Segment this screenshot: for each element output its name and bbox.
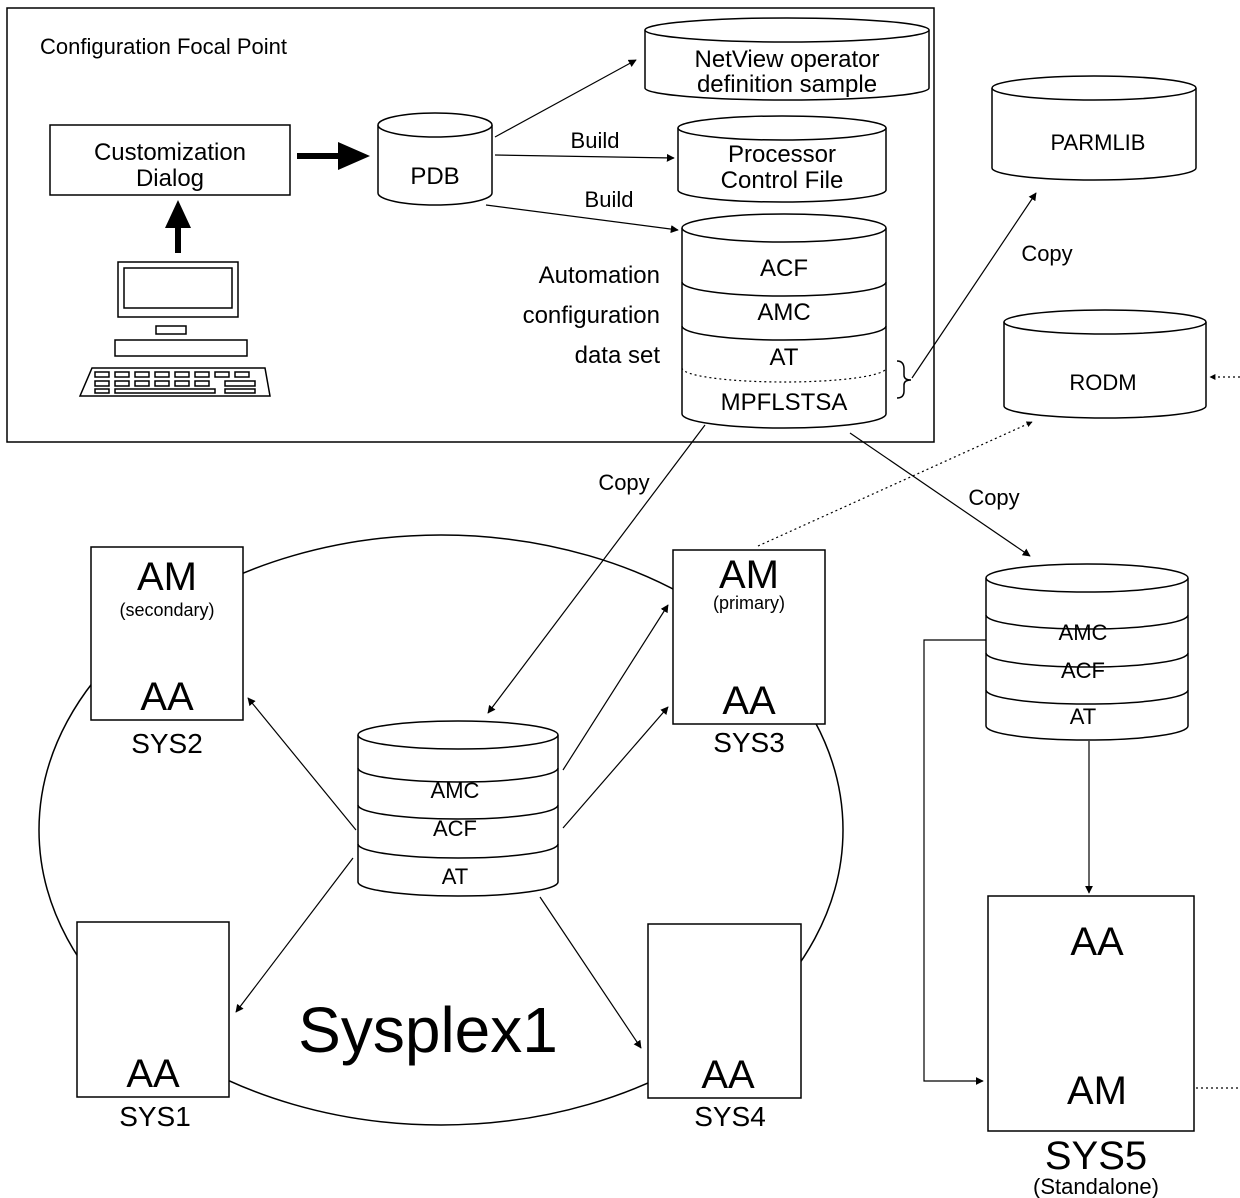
sys5-name: SYS5 — [1045, 1134, 1147, 1178]
sys5-box: AA AM — [987, 895, 1195, 1132]
pdb-to-netview-arrow — [494, 59, 637, 138]
acds-brace — [896, 360, 912, 399]
focal-point-title: Configuration Focal Point — [40, 34, 287, 59]
sysplex-db-layer-acf: ACF — [433, 816, 477, 841]
sys2-am: AM — [137, 555, 197, 599]
sys5-db-layer-amc: AMC — [1059, 620, 1108, 645]
rodm-cylinder: RODM — [1003, 309, 1207, 419]
db-to-sys4-arrow — [539, 896, 642, 1049]
customization-dialog-box: Customization Dialog — [49, 124, 291, 196]
sys1-box: AA — [76, 921, 230, 1098]
netview-label-line2: definition sample — [697, 71, 877, 98]
sys5-note: (Standalone) — [1033, 1174, 1159, 1198]
sys2-aa: AA — [140, 675, 194, 719]
sys1-name: SYS1 — [119, 1101, 191, 1132]
sys4-box: AA — [647, 923, 802, 1099]
acds-caption-line2: configuration — [523, 302, 660, 329]
sys4-aa: AA — [701, 1053, 755, 1097]
terminal-to-dialog-arrow — [165, 200, 191, 253]
workstation-icon — [78, 261, 271, 397]
acds-to-sysplex-db-arrow — [487, 424, 706, 714]
sysplex-db-layer-amc: AMC — [431, 778, 480, 803]
processor-label-line1: Processor — [728, 141, 836, 168]
sys3-name: SYS3 — [713, 727, 785, 758]
acds-layer-acf: ACF — [760, 255, 808, 282]
sysplex-label: Sysplex1 — [298, 994, 558, 1066]
sys5-db-layer-at: AT — [1070, 704, 1096, 729]
build-label-processor: Build — [571, 128, 620, 153]
pdb-cylinder: PDB — [377, 112, 493, 206]
sys5-db-layer-acf: ACF — [1061, 658, 1105, 683]
acds-caption-line1: Automation — [539, 262, 660, 289]
parmlib-label: PARMLIB — [1051, 130, 1146, 155]
acds-to-sys5-db-arrow — [849, 432, 1031, 557]
acds-caption-line3: data set — [575, 342, 661, 369]
sys5-am: AM — [1067, 1069, 1127, 1113]
sys2-role: (secondary) — [119, 600, 214, 620]
sysplex-db-layer-at: AT — [442, 864, 468, 889]
copy-label-sys5: Copy — [968, 485, 1019, 510]
acds-layer-mpflstsa: MPFLSTSA — [721, 389, 848, 416]
sys5-aa: AA — [1070, 920, 1124, 964]
pdb-label: PDB — [410, 163, 459, 190]
dialog-label-line1: Customization — [94, 139, 246, 166]
sys2-box: AM (secondary) AA — [90, 546, 244, 721]
netview-label-line1: NetView operator — [695, 46, 880, 73]
pdb-to-processor-arrow — [494, 153, 675, 162]
acds-cylinder: ACF AMC AT MPFLSTSA — [681, 213, 887, 429]
copy-label-parmlib: Copy — [1021, 241, 1072, 266]
sys3-role: (primary) — [713, 593, 785, 613]
rodm-label: RODM — [1069, 370, 1136, 395]
dialog-to-pdb-arrow — [297, 142, 370, 170]
focal-point-frame — [6, 7, 935, 443]
acds-layer-amc: AMC — [757, 299, 810, 326]
sys3-aa: AA — [722, 679, 776, 723]
db-to-sys3-arrow-lower — [562, 706, 669, 829]
sys3-am: AM — [719, 553, 779, 597]
processor-control-file-cylinder: Processor Control File — [677, 115, 887, 203]
sys3-to-rodm-arrow — [757, 421, 1033, 547]
copy-label-sysplex: Copy — [598, 470, 649, 495]
brace-to-parmlib-arrow — [911, 192, 1037, 379]
acds-layer-at: AT — [770, 344, 799, 371]
processor-label-line2: Control File — [721, 167, 844, 194]
dialog-label-line2: Dialog — [136, 165, 204, 192]
sys5-db-loop-arrow — [923, 639, 986, 1085]
sys4-name: SYS4 — [694, 1101, 766, 1132]
sysplex-database-cylinder: AMC ACF AT — [357, 720, 559, 897]
sys2-name: SYS2 — [131, 728, 203, 759]
build-label-acds: Build — [585, 187, 634, 212]
db-to-sys2-arrow — [247, 697, 357, 831]
sys1-aa: AA — [126, 1052, 180, 1096]
sys3-box: AM (primary) AA — [672, 549, 826, 725]
db-to-sys3-arrow-upper — [562, 604, 669, 771]
db-to-sys1-arrow — [235, 857, 354, 1013]
parmlib-cylinder: PARMLIB — [991, 75, 1197, 181]
sys5-database-cylinder: AMC ACF AT — [985, 563, 1189, 741]
pdb-to-acds-arrow — [485, 204, 679, 234]
sysplex-boundary — [38, 534, 844, 1126]
netview-sample-cylinder: NetView operator definition sample — [644, 17, 930, 101]
